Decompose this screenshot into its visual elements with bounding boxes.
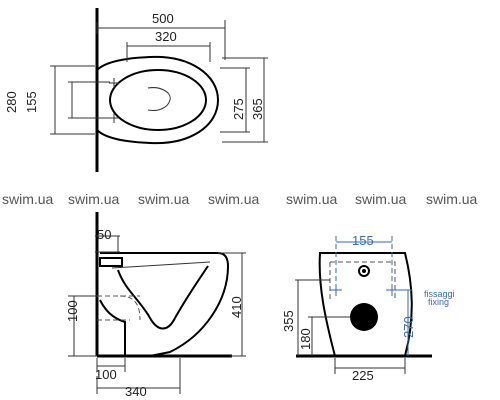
watermark-5: swim.ua (286, 191, 338, 207)
rear-view: 155 270 fissaggi fixing 355 180 225 (281, 233, 455, 383)
dim-seat-width (220, 67, 250, 133)
fixing-note-line1: fissaggi (424, 289, 455, 299)
top-view-fixing-holes (109, 78, 119, 123)
watermark-7: swim.ua (426, 191, 478, 207)
dim-225-label: 225 (352, 368, 374, 383)
dim-155-label: 155 (24, 91, 39, 113)
dim-500-label: 500 (152, 11, 174, 26)
dim-bolt-spacing (126, 42, 211, 62)
top-view-bowl-rim (147, 87, 171, 111)
watermark-2: swim.ua (68, 191, 120, 207)
dim-rear-hole-spacing (335, 236, 393, 296)
dim-270-label: 270 (401, 316, 416, 338)
rear-view-inner-dashed (329, 261, 396, 300)
top-view-bowl-opening (109, 69, 207, 131)
dim-height (218, 252, 246, 357)
rear-view-body-outline (318, 252, 413, 357)
rear-view-inlet (358, 265, 370, 277)
side-view-rim-line (111, 261, 211, 269)
watermark-1: swim.ua (2, 191, 54, 207)
dim-280-label: 280 (4, 91, 19, 113)
rear-view-outlet (350, 303, 378, 331)
dim-rear-155-label: 155 (352, 233, 374, 248)
dim-340-label: 340 (125, 384, 147, 399)
rear-view-inlet-core (362, 269, 366, 273)
dim-rear-fixing-height (395, 289, 412, 356)
dim-depth (96, 358, 181, 394)
dim-275-label: 275 (231, 98, 246, 120)
dim-50-label: 50 (97, 227, 111, 242)
side-view-outlet-dashed (97, 295, 141, 321)
dim-outlet-height (68, 295, 97, 357)
side-view-inlet (99, 257, 123, 267)
watermark-4: swim.ua (208, 191, 260, 207)
dim-410-label: 410 (229, 296, 244, 318)
dim-100-horizontal-label: 100 (95, 367, 117, 382)
fixing-note-line2: fixing (428, 297, 449, 307)
top-view: 500 320 280 155 275 (4, 8, 268, 172)
dim-rear-outlet-height (308, 316, 350, 356)
dim-rear-overall-height (295, 279, 330, 356)
dim-hole-spacing (68, 81, 110, 119)
dim-overall-width (222, 57, 268, 143)
dim-overall-length (96, 20, 226, 60)
side-view-trapway (117, 265, 209, 330)
top-view-bowl-outline (96, 55, 220, 145)
watermark-row: swim.ua swim.ua swim.ua swim.ua swim.ua … (2, 191, 478, 207)
dim-100-vertical-label: 100 (65, 300, 80, 322)
side-view: 50 410 100 100 340 (65, 212, 246, 399)
dim-180-label: 180 (298, 328, 313, 350)
watermark-3: swim.ua (138, 191, 190, 207)
side-view-body-outline (99, 252, 230, 357)
dim-365-label: 365 (250, 98, 265, 120)
dim-top-offset (95, 235, 120, 253)
dim-320-label: 320 (155, 29, 177, 44)
dim-mount-height (50, 65, 95, 135)
dim-outlet-offset (96, 358, 126, 372)
dim-base-width (334, 358, 406, 374)
dim-355-label: 355 (281, 310, 296, 332)
watermark-6: swim.ua (355, 191, 407, 207)
